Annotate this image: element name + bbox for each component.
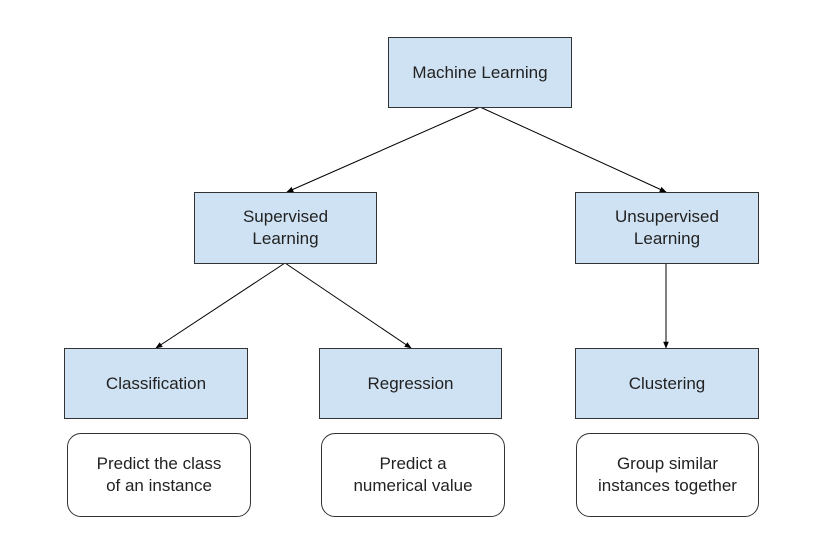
edge-supervised-to-regression xyxy=(284,262,412,349)
regression-description-line1: Predict a xyxy=(379,454,447,473)
classification-label: Classification xyxy=(105,373,207,393)
regression-description: Predict a numerical value xyxy=(321,433,505,517)
regression-label: Regression xyxy=(367,373,454,393)
regression-description-line2: numerical value xyxy=(353,476,473,495)
classification-description: Predict the class of an instance xyxy=(67,433,251,517)
clustering-node: Clustering xyxy=(575,348,759,419)
unsupervised-learning-label-line2: Learning xyxy=(633,229,701,248)
supervised-learning-label-line2: Learning xyxy=(252,229,319,248)
clustering-description-line1: Group similar xyxy=(616,454,719,473)
supervised-learning-node: Supervised Learning xyxy=(194,192,377,264)
clustering-description: Group similar instances together xyxy=(576,433,759,517)
clustering-label: Clustering xyxy=(628,373,706,393)
clustering-description-line2: instances together xyxy=(598,476,737,495)
unsupervised-learning-label-line1: Unsupervised xyxy=(615,207,719,226)
unsupervised-learning-node: Unsupervised Learning xyxy=(575,192,759,264)
classification-description-line2: of an instance xyxy=(106,476,212,495)
regression-node: Regression xyxy=(319,348,502,419)
machine-learning-node: Machine Learning xyxy=(388,37,572,108)
edge-root-to-unsupervised xyxy=(479,106,667,193)
machine-learning-label: Machine Learning xyxy=(412,62,548,82)
edge-root-to-supervised xyxy=(286,106,481,193)
classification-node: Classification xyxy=(64,348,248,419)
classification-description-line1: Predict the class xyxy=(96,454,222,473)
edge-supervised-to-classification xyxy=(155,262,286,349)
supervised-learning-label-line1: Supervised xyxy=(242,207,329,226)
